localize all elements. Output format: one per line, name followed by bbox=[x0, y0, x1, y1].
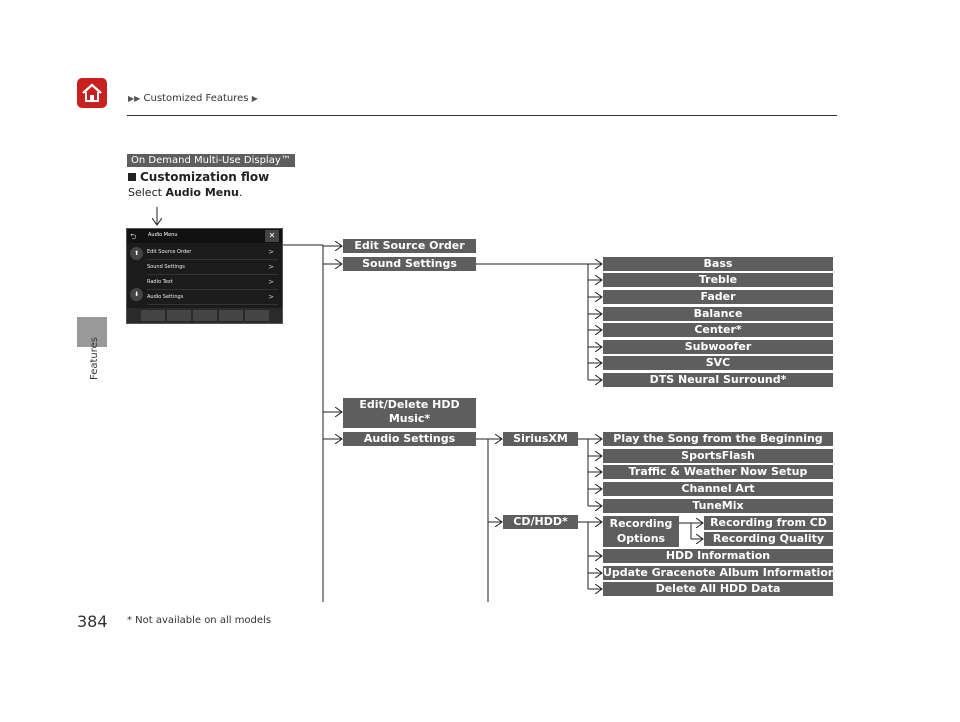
section-title: Customization flow bbox=[128, 170, 269, 184]
square-bullet-icon bbox=[128, 173, 136, 181]
recording-options-line2: Options bbox=[616, 532, 666, 545]
audio-menu-screenshot: ⮌ Audio Menu ✕ ⬆ ⬇ Edit Source Order> So… bbox=[126, 228, 283, 324]
footnote: * Not available on all models bbox=[127, 615, 272, 626]
side-tab bbox=[77, 317, 107, 347]
section-title-text: Customization flow bbox=[140, 170, 270, 184]
sound-item: Treble bbox=[603, 273, 833, 287]
recording-sub-item: Recording Quality bbox=[704, 532, 833, 546]
instruction-text: Select Audio Menu. bbox=[128, 186, 242, 199]
edit-delete-hdd-line2: Music* bbox=[388, 412, 431, 425]
breadcrumb-end-arrow-icon: ▶ bbox=[251, 94, 258, 103]
audio-settings-box: Audio Settings bbox=[343, 432, 476, 446]
recording-sub-item: Recording from CD bbox=[704, 516, 833, 530]
edit-delete-hdd-music-box: Edit/Delete HDD Music* bbox=[343, 398, 476, 428]
scroll-down-icon: ⬇ bbox=[130, 288, 143, 301]
cd-hdd-item: Delete All HDD Data bbox=[603, 582, 833, 596]
sound-item: Subwoofer bbox=[603, 340, 833, 354]
header-divider bbox=[127, 115, 837, 116]
siriusxm-item: Traffic & Weather Now Setup bbox=[603, 465, 833, 479]
edit-delete-hdd-line1: Edit/Delete HDD bbox=[359, 398, 460, 411]
breadcrumb-arrows-icon: ▶▶ bbox=[128, 94, 141, 103]
cd-hdd-box: CD/HDD* bbox=[503, 515, 578, 529]
sound-item: SVC bbox=[603, 356, 833, 370]
seat-icon bbox=[141, 310, 165, 321]
siriusxm-item: TuneMix bbox=[603, 499, 833, 513]
edit-source-order-box: Edit Source Order bbox=[343, 239, 476, 253]
siriusxm-item: SportsFlash bbox=[603, 449, 833, 463]
screen-row: Radio Text> bbox=[147, 275, 278, 290]
bar-button bbox=[193, 310, 217, 321]
screen-title: Audio Menu bbox=[148, 232, 178, 238]
scroll-up-icon: ⬆ bbox=[130, 247, 143, 260]
siriusxm-box: SiriusXM bbox=[503, 432, 578, 446]
screen-row: Edit Source Order> bbox=[147, 245, 278, 260]
sound-item: DTS Neural Surround* bbox=[603, 373, 833, 387]
home-icon[interactable] bbox=[77, 78, 107, 108]
sound-item: Center* bbox=[603, 323, 833, 337]
sound-item: Fader bbox=[603, 290, 833, 304]
close-icon: ✕ bbox=[265, 230, 279, 242]
cd-hdd-item: Update Gracenote Album Information bbox=[603, 566, 836, 580]
instruction-prefix: Select bbox=[128, 186, 166, 199]
recording-options-line1: Recording bbox=[609, 517, 673, 530]
screen-row: Sound Settings> bbox=[147, 260, 278, 275]
siriusxm-item: Play the Song from the Beginning bbox=[603, 432, 833, 446]
instruction-menu-name: Audio Menu bbox=[165, 186, 239, 199]
cd-hdd-item: HDD Information bbox=[603, 549, 833, 563]
breadcrumb[interactable]: ▶▶ Customized Features ▶ bbox=[128, 93, 258, 104]
instruction-suffix: . bbox=[238, 186, 243, 199]
recording-options-box: Recording Options bbox=[603, 516, 679, 547]
breadcrumb-label: Customized Features bbox=[143, 93, 249, 104]
recirculate-icon bbox=[219, 310, 243, 321]
fan-icon bbox=[167, 310, 191, 321]
back-icon: ⮌ bbox=[130, 232, 137, 241]
sound-item: Balance bbox=[603, 307, 833, 321]
sound-settings-box: Sound Settings bbox=[343, 257, 476, 271]
seat-icon bbox=[245, 310, 269, 321]
screen-bottom-bar bbox=[127, 308, 282, 323]
model-badge: On Demand Multi-Use Display™ bbox=[127, 154, 295, 167]
sound-item: Bass bbox=[603, 257, 833, 271]
screen-row: Audio Settings> bbox=[147, 290, 278, 305]
siriusxm-item: Channel Art bbox=[603, 482, 833, 496]
page-number: 384 bbox=[77, 612, 108, 631]
screen-header: ⮌ Audio Menu ✕ bbox=[127, 229, 282, 243]
